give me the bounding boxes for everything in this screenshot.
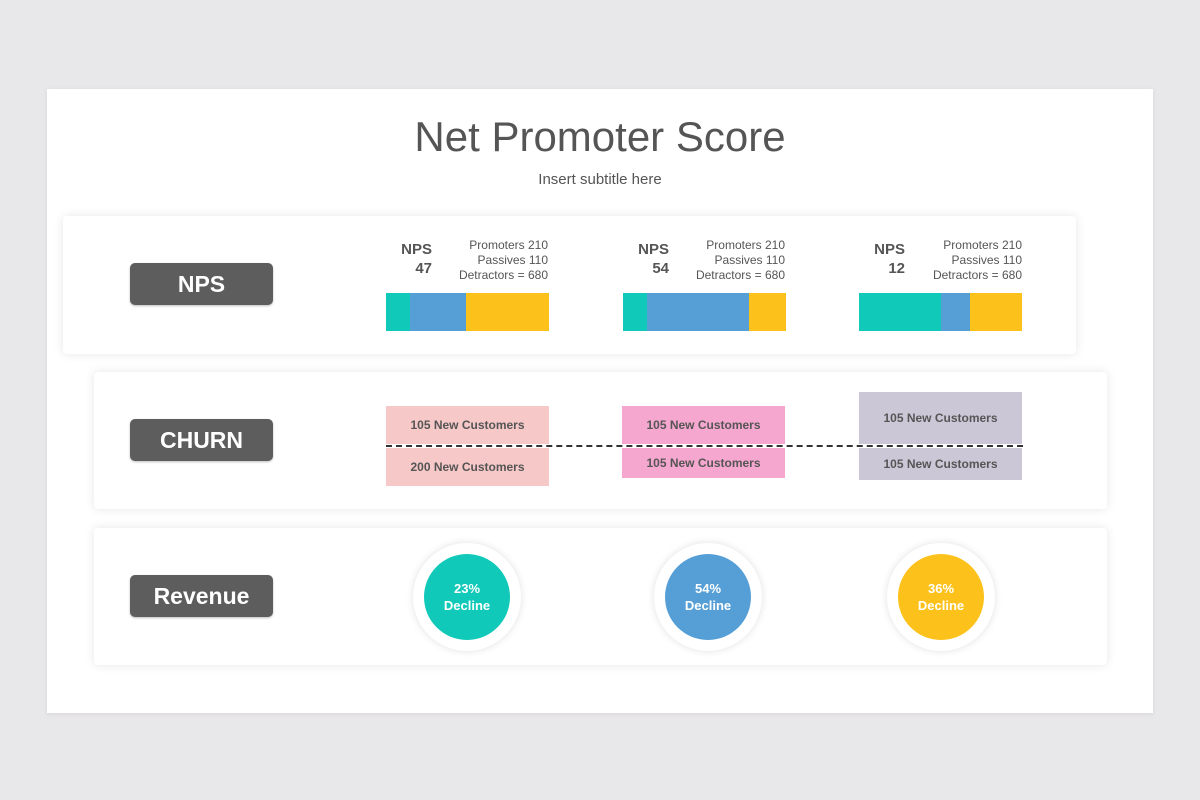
passives-segment — [647, 293, 749, 331]
promoters-count: Promoters 210 — [469, 238, 548, 252]
revenue-circle: 36% Decline — [898, 554, 984, 640]
passives-count: Passives 110 — [477, 253, 548, 267]
promoters-segment — [859, 293, 941, 331]
passives-count: Passives 110 — [951, 253, 1022, 267]
nps-value: 54 — [652, 260, 669, 277]
nps-title: NPS — [638, 241, 669, 258]
revenue-label: Decline — [684, 598, 732, 613]
detractors-count: Detractors = 680 — [695, 268, 785, 282]
revenue-label: Decline — [443, 598, 491, 613]
nps-value: 12 — [888, 260, 905, 277]
revenue-ring: 36% Decline — [887, 543, 995, 651]
churn-above-bar: 105 New Customers — [386, 406, 549, 444]
nps-row-label: NPS — [130, 263, 273, 305]
detractors-segment — [466, 293, 549, 331]
promoters-segment — [623, 293, 647, 331]
passives-segment — [410, 293, 466, 331]
churn-above-bar: 105 New Customers — [622, 406, 785, 444]
revenue-ring: 23% Decline — [413, 543, 521, 651]
detractors-segment — [749, 293, 786, 331]
revenue-circle: 23% Decline — [424, 554, 510, 640]
page-title: Net Promoter Score — [414, 113, 786, 160]
detractors-segment — [970, 293, 1022, 331]
revenue-ring: 54% Decline — [654, 543, 762, 651]
passives-count: Passives 110 — [714, 253, 785, 267]
revenue-label: Decline — [917, 598, 965, 613]
churn-below-bar: 105 New Customers — [622, 448, 785, 478]
churn-above-bar: 105 New Customers — [859, 392, 1022, 444]
detractors-count: Detractors = 680 — [932, 268, 1022, 282]
revenue-value: 23% — [453, 581, 481, 596]
detractors-count: Detractors = 680 — [458, 268, 548, 282]
passives-segment — [941, 293, 970, 331]
revenue-value: 54% — [694, 581, 722, 596]
revenue-circle: 54% Decline — [665, 554, 751, 640]
nps-title: NPS — [401, 241, 432, 258]
nps-title: NPS — [874, 241, 905, 258]
promoters-segment — [386, 293, 410, 331]
churn-below-bar: 200 New Customers — [386, 448, 549, 486]
nps-value: 47 — [415, 260, 432, 277]
page-subtitle: Insert subtitle here — [538, 171, 662, 188]
churn-row-label: CHURN — [130, 419, 273, 461]
churn-baseline — [386, 445, 1023, 447]
promoters-count: Promoters 210 — [706, 238, 785, 252]
promoters-count: Promoters 210 — [943, 238, 1022, 252]
revenue-value: 36% — [927, 581, 955, 596]
revenue-row-label: Revenue — [130, 575, 273, 617]
churn-below-bar: 105 New Customers — [859, 448, 1022, 480]
